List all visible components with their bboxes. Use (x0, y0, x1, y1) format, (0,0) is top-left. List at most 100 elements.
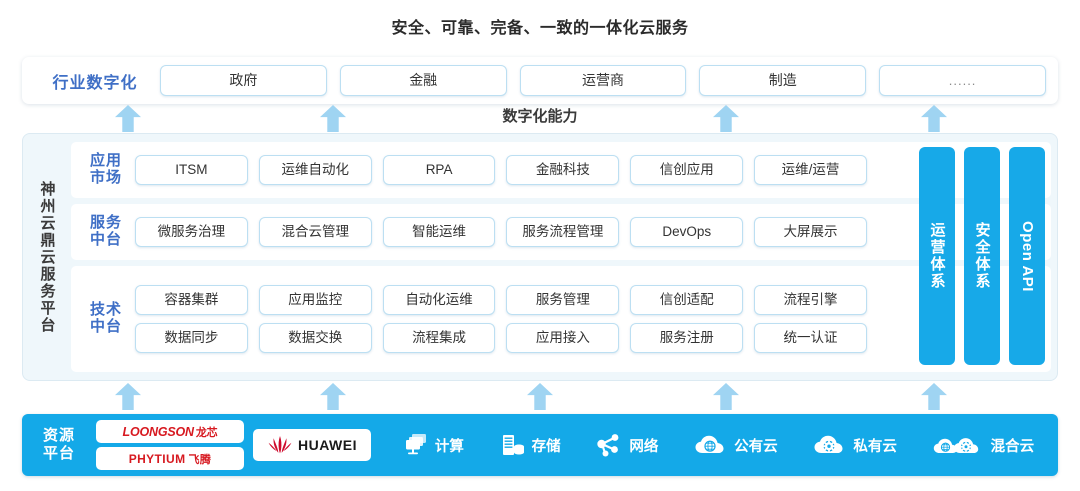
resource-item-label: 存储 (531, 438, 561, 455)
platform-row-list: 应用 市场 ITSM 运维自动化 RPA 金融科技 信创应用 运维/运营 (71, 134, 1057, 380)
vertical-capability-bars: 运营体系 安全体系 Open API (919, 147, 1045, 365)
resource-item-label: 混合云 (990, 438, 1035, 455)
pill-hybrid-cloud-mgmt[interactable]: 混合云管理 (258, 217, 372, 247)
pill-app-access[interactable]: 应用接入 (506, 323, 620, 353)
pill-service-mgmt[interactable]: 服务管理 (506, 285, 620, 315)
row-pill-grid: 微服务治理 混合云管理 智能运维 服务流程管理 DevOps 大屏展示 (135, 217, 1043, 247)
resource-platform-label: 资源 平台 (22, 427, 96, 462)
pill-service-process-mgmt[interactable]: 服务流程管理 (506, 217, 620, 247)
resource-item-label: 网络 (629, 438, 659, 455)
phytium-cn: 飞腾 (188, 453, 212, 466)
huawei-flower-icon (268, 436, 292, 454)
network-icon (597, 434, 619, 457)
resource-item-label: 私有云 (853, 438, 897, 455)
pill-ops-automation[interactable]: 运维自动化 (258, 155, 372, 185)
pill-automated-ops[interactable]: 自动化运维 (382, 285, 496, 315)
resource-item-hybrid-cloud[interactable]: 混合云 (933, 432, 1035, 458)
phytium-latin: PHYTIUM (128, 451, 186, 466)
up-arrow-icon (527, 383, 553, 410)
pill-microservice-governance[interactable]: 微服务治理 (135, 217, 248, 247)
row-label-line1: 应用 (89, 152, 122, 170)
huawei-logo: HUAWEI (253, 429, 371, 461)
row-label-service-midend: 服务 中台 (77, 214, 135, 249)
up-arrow-icon (921, 383, 947, 410)
vbar-open-api[interactable]: Open API (1009, 147, 1045, 365)
public-cloud-icon (695, 435, 724, 453)
pill-ops-operations[interactable]: 运维/运营 (754, 155, 867, 185)
row-pill-grid: ITSM 运维自动化 RPA 金融科技 信创应用 运维/运营 (135, 155, 1043, 185)
platform-row-app-market: 应用 市场 ITSM 运维自动化 RPA 金融科技 信创应用 运维/运营 (71, 142, 1051, 198)
industry-pill-government[interactable]: 政府 (160, 65, 327, 96)
row-pill-line: 数据同步 数据交换 流程集成 应用接入 服务注册 统一认证 (135, 323, 867, 353)
industry-pill-list: 政府 金融 运营商 制造 ...... (160, 65, 1050, 96)
pill-itsm[interactable]: ITSM (135, 155, 248, 185)
pill-process-engine[interactable]: 流程引擎 (754, 285, 867, 315)
compute-icon (405, 434, 426, 455)
row-label-line1: 服务 (89, 214, 122, 232)
row-label-tech-midend: 技术 中台 (77, 301, 135, 336)
pill-data-sync[interactable]: 数据同步 (135, 323, 248, 353)
pill-rpa[interactable]: RPA (382, 155, 496, 185)
up-arrow-icon (713, 383, 739, 410)
platform-vertical-title: 神州云鼎云服务平台 (38, 180, 56, 334)
pill-unified-auth[interactable]: 统一认证 (754, 323, 867, 353)
resource-item-network[interactable]: 网络 (596, 432, 658, 458)
industry-pill-telecom[interactable]: 运营商 (519, 65, 687, 96)
resource-item-list: 计算 存储 (371, 432, 1058, 458)
industry-pill-manufacturing[interactable]: 制造 (699, 65, 867, 96)
pill-process-integration[interactable]: 流程集成 (382, 323, 496, 353)
pill-devops[interactable]: DevOps (630, 217, 744, 247)
industry-digitalization-panel: 行业数字化 政府 金融 运营商 制造 ...... (22, 57, 1058, 104)
hybrid-cloud-icon (933, 438, 978, 453)
resource-item-storage[interactable]: 存储 (500, 432, 561, 458)
row-pill-grid: 容器集群 应用监控 自动化运维 服务管理 信创适配 流程引擎 数据同步 数据交换… (135, 285, 1043, 353)
pill-service-registry[interactable]: 服务注册 (630, 323, 744, 353)
row-label-app-market: 应用 市场 (77, 152, 135, 187)
private-cloud-icon (814, 435, 843, 453)
resource-label-line2: 平台 (42, 445, 75, 462)
pill-dashboard-display[interactable]: 大屏展示 (754, 217, 867, 247)
vbar-operations-system[interactable]: 运营体系 (919, 147, 955, 365)
row-pill-line: 微服务治理 混合云管理 智能运维 服务流程管理 DevOps 大屏展示 (135, 217, 867, 247)
pill-intelligent-ops[interactable]: 智能运维 (382, 217, 496, 247)
vbar-open-api-label: Open API (1018, 220, 1036, 292)
resource-item-private-cloud[interactable]: 私有云 (813, 432, 897, 458)
resource-arrow-band (0, 381, 1080, 412)
cloud-service-platform-panel: 神州云鼎云服务平台 应用 市场 ITSM 运维自动化 RPA 金融科技 信创应用… (22, 133, 1058, 381)
platform-row-service-midend: 服务 中台 微服务治理 混合云管理 智能运维 服务流程管理 DevOps 大屏展… (71, 204, 1051, 260)
row-pill-line: ITSM 运维自动化 RPA 金融科技 信创应用 运维/运营 (135, 155, 867, 185)
row-label-line2: 中台 (89, 318, 122, 335)
resource-item-label: 计算 (434, 438, 464, 455)
row-pill-line: 容器集群 应用监控 自动化运维 服务管理 信创适配 流程引擎 (135, 285, 867, 315)
up-arrow-icon (320, 383, 346, 410)
loongson-cn: 龙芯 (195, 426, 218, 439)
resource-label-line1: 资源 (42, 427, 75, 445)
resource-item-public-cloud[interactable]: 公有云 (694, 432, 778, 458)
pill-xinchuang-adaptation[interactable]: 信创适配 (630, 285, 744, 315)
digital-capability-arrow-band (0, 104, 1080, 133)
pill-xinchuang-app[interactable]: 信创应用 (630, 155, 744, 185)
up-arrow-icon (115, 383, 141, 410)
platform-row-tech-midend: 技术 中台 容器集群 应用监控 自动化运维 服务管理 信创适配 流程引擎 数据同… (71, 266, 1051, 372)
industry-pill-finance[interactable]: 金融 (339, 65, 507, 96)
industry-pill-more[interactable]: ...... (879, 65, 1046, 96)
page-title: 安全、可靠、完备、一致的一体化云服务 (391, 20, 689, 37)
resource-item-compute[interactable]: 计算 (403, 432, 464, 458)
pill-fintech[interactable]: 金融科技 (506, 155, 620, 185)
huawei-logo-text: HUAWEI (298, 437, 357, 453)
pill-app-monitoring[interactable]: 应用监控 (258, 285, 372, 315)
pill-container-cluster[interactable]: 容器集群 (135, 285, 248, 315)
row-label-line2: 市场 (89, 169, 122, 186)
storage-icon (502, 435, 524, 455)
pill-data-exchange[interactable]: 数据交换 (258, 323, 372, 353)
vbar-security-system[interactable]: 安全体系 (964, 147, 1000, 365)
industry-panel-label: 行业数字化 (52, 74, 138, 92)
row-label-line2: 中台 (89, 231, 122, 248)
